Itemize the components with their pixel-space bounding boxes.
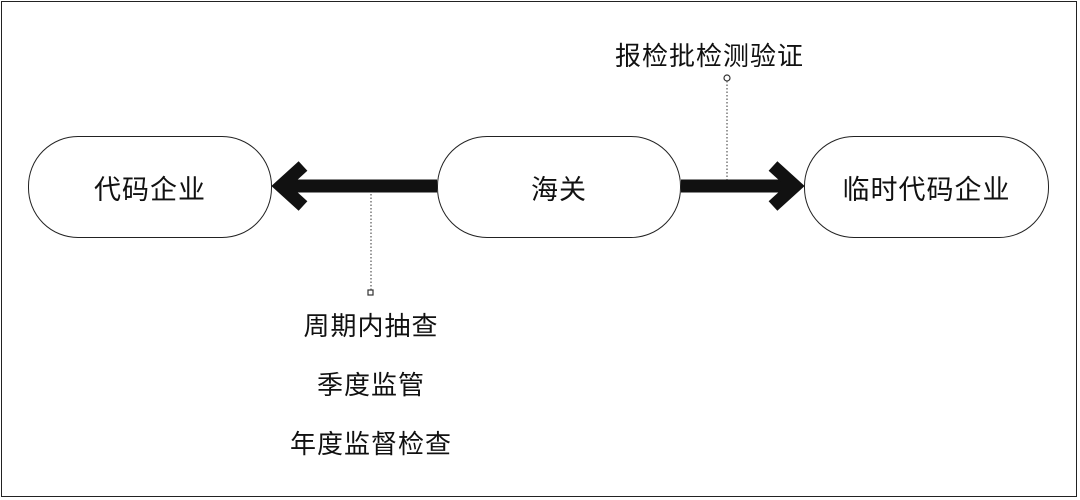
right-arrow-annotation: 报检批检测验证 xyxy=(615,42,805,72)
annotation-item: 季度监管 xyxy=(316,371,425,401)
node-code-enterprise-label: 代码企业 xyxy=(94,174,206,206)
annotation-item: 周期内抽查 xyxy=(303,312,439,342)
left-arrow-head xyxy=(271,161,308,211)
right-arrow-head xyxy=(768,161,805,211)
bottom-annotation-anchor xyxy=(367,289,374,296)
top-annotation-anchor xyxy=(723,74,731,82)
node-temporary-code-enterprise: 临时代码企业 xyxy=(804,136,1049,238)
node-customs: 海关 xyxy=(437,136,681,238)
node-code-enterprise: 代码企业 xyxy=(28,136,272,238)
annotation-item: 年度监督检查 xyxy=(289,430,452,460)
node-customs-label: 海关 xyxy=(531,174,587,206)
left-arrow-annotation-list: 周期内抽查 季度监管 年度监督检查 xyxy=(266,312,476,489)
node-temporary-code-enterprise-label: 临时代码企业 xyxy=(842,174,1011,206)
